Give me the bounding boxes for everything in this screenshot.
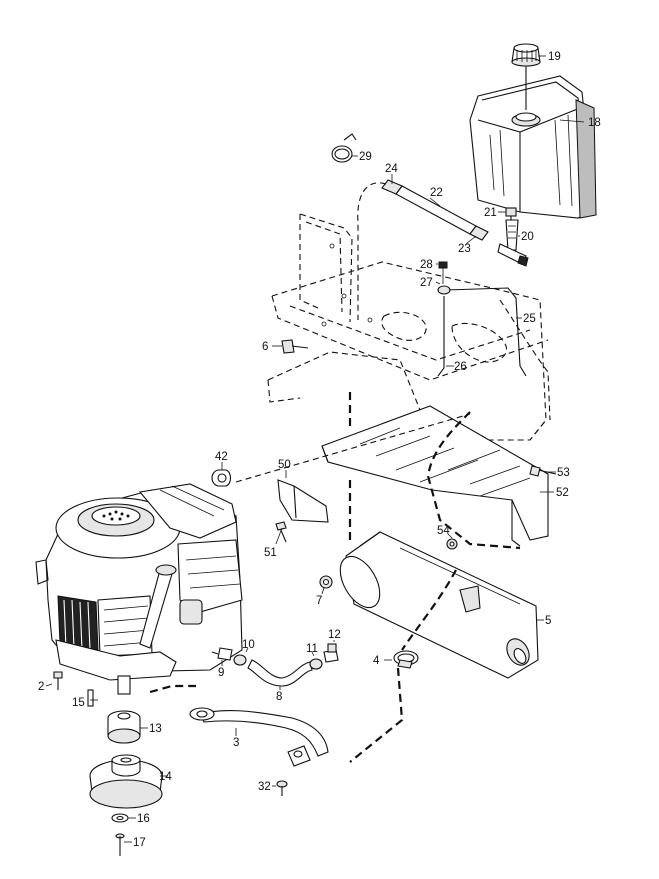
fuel-tank: [469, 75, 597, 219]
key-15: [87, 689, 94, 707]
label-14: 14: [159, 771, 172, 783]
label-27: 27: [420, 277, 433, 289]
label-54: 54: [437, 525, 450, 537]
label-51: 51: [264, 547, 277, 559]
label-10: 10: [242, 639, 255, 651]
label-42: 42: [215, 451, 228, 463]
washer-16: [111, 813, 129, 823]
label-15: 15: [72, 697, 85, 709]
fuel-valve: [497, 207, 529, 267]
nut-7: [319, 575, 333, 589]
label-50: 50: [278, 459, 291, 471]
label-20: 20: [521, 231, 534, 243]
engine: [35, 483, 243, 695]
label-18: 18: [588, 117, 601, 129]
throttle-rod: [437, 261, 527, 377]
label-52: 52: [556, 487, 569, 499]
label-26: 26: [454, 361, 467, 373]
nut-54: [446, 538, 458, 550]
label-32: 32: [258, 781, 271, 793]
label-9: 9: [218, 667, 224, 679]
label-17: 17: [133, 837, 146, 849]
fuel-line: [357, 179, 489, 320]
label-5: 5: [545, 615, 551, 627]
fitting-9: [211, 647, 233, 661]
hose-clamp-29: [331, 133, 357, 163]
pulley-13: [107, 710, 141, 744]
label-23: 23: [458, 243, 471, 255]
label-28: 28: [420, 259, 433, 271]
label-53: 53: [557, 467, 570, 479]
assembly-lines: [149, 392, 521, 763]
fuel-hose-8: [247, 659, 313, 687]
fitting-11: [309, 658, 323, 670]
fitting-10: [233, 654, 247, 666]
label-21: 21: [484, 207, 497, 219]
bolt-32: [276, 780, 288, 796]
label-19: 19: [548, 51, 561, 63]
label-8: 8: [276, 691, 282, 703]
label-4: 4: [373, 655, 380, 667]
heat-shield-52: [321, 405, 549, 547]
leader-lines: [45, 55, 585, 843]
label-2: 2: [38, 681, 44, 693]
label-25: 25: [523, 313, 536, 325]
label-6: 6: [262, 341, 268, 353]
fuel-cap: [511, 43, 541, 110]
label-13: 13: [149, 723, 162, 735]
part-labels: 19 18 29 24 22 21 20 23 28 27 25 6 26 42…: [38, 51, 601, 849]
label-12: 12: [328, 629, 341, 641]
label-7: 7: [316, 595, 322, 607]
label-16: 16: [137, 813, 150, 825]
label-24: 24: [385, 163, 398, 175]
engine-vent-dots: [102, 510, 130, 521]
fitting-12: [323, 643, 339, 663]
muffler-5: [339, 531, 539, 679]
label-22: 22: [430, 187, 443, 199]
label-11: 11: [306, 643, 318, 655]
clamp-42: [211, 469, 232, 487]
clamp-4: [393, 650, 419, 669]
exhaust-pipe-3: [189, 707, 329, 767]
label-29: 29: [359, 151, 372, 163]
pulley-14: [89, 754, 163, 809]
bolt-2: [53, 671, 63, 690]
bracket-50: [277, 479, 329, 523]
label-3: 3: [233, 737, 239, 749]
screw-53: [529, 465, 557, 477]
bolt-17: [115, 833, 125, 856]
bolt-6: [281, 339, 309, 354]
